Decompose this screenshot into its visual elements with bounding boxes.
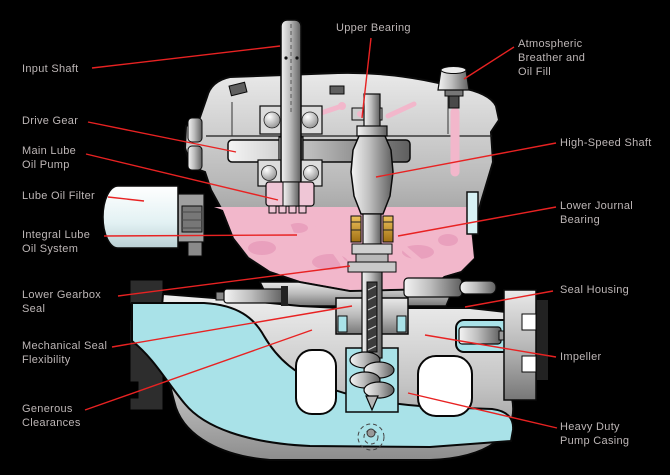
leader-line-generous-clearances <box>84 329 313 411</box>
oil-sump <box>214 207 474 290</box>
inducer-impeller <box>349 351 395 412</box>
housing-flange-boss <box>187 145 203 171</box>
label-line: Seal <box>22 303 46 315</box>
leader-line-lower-journal-bearing <box>397 206 557 237</box>
breather-cap <box>437 66 470 109</box>
label-lube-oil-filter: Lube Oil Filter <box>22 189 95 203</box>
label-line: Oil System <box>22 243 79 255</box>
label-upper-bearing: Upper Bearing <box>336 21 411 35</box>
label-line: Input Shaft <box>22 63 79 75</box>
label-line: Main Lube <box>22 145 77 157</box>
leader-line-mechanical-seal-flexibility <box>111 305 353 348</box>
label-line: High-Speed Shaft <box>560 137 652 149</box>
high-speed-shaft-assembly <box>350 93 394 249</box>
label-line: Lower Gearbox <box>22 289 102 301</box>
leader-line-high-speed-shaft <box>375 142 557 178</box>
volute-cavity-right <box>417 355 473 417</box>
leader-line-lube-oil-filter <box>107 196 145 202</box>
label-seal-housing: Seal Housing <box>560 283 629 297</box>
label-line: Impeller <box>560 351 602 363</box>
leader-line-seal-housing <box>464 290 554 308</box>
label-input-shaft: Input Shaft <box>22 62 79 76</box>
leader-line-atmospheric-breather-oil-fill <box>463 46 515 80</box>
label-line: Mechanical Seal <box>22 340 108 352</box>
volute-cavity-left <box>295 349 337 415</box>
leader-line-integral-lube-oil-system <box>103 234 298 237</box>
label-drive-gear: Drive Gear <box>22 114 78 128</box>
mechanical-seal-part <box>347 261 397 273</box>
gland-stud-left <box>215 286 288 306</box>
leader-line-heavy-duty-pump-casing <box>407 392 558 429</box>
drain-detail <box>357 423 385 451</box>
label-line: Oil Pump <box>22 159 70 171</box>
label-line: Lower Journal <box>560 200 633 212</box>
label-line: Bearing <box>560 214 601 226</box>
housing-flange-boss <box>187 117 203 143</box>
label-line: Heavy Duty <box>560 421 620 433</box>
leader-line-lower-gearbox-seal <box>117 265 351 297</box>
discharge-flange <box>503 289 548 401</box>
label-impeller: Impeller <box>560 350 602 364</box>
label-high-speed-shaft: High-Speed Shaft <box>560 136 652 150</box>
gearbox <box>102 19 501 293</box>
lube-oil-filter-part <box>102 185 205 257</box>
housing-detail-lines <box>231 96 449 136</box>
label-line: Lube Oil Filter <box>22 190 95 202</box>
cover-bolt <box>329 85 345 95</box>
label-line: Pump Casing <box>560 435 630 447</box>
high-speed-shaft-part <box>350 135 394 215</box>
input-shaft-assembly <box>257 19 323 214</box>
label-line: Upper Bearing <box>336 22 411 34</box>
flow-passage <box>131 302 515 449</box>
pump-end <box>129 243 548 461</box>
label-line: Flexibility <box>22 354 71 366</box>
pump-shaft <box>347 243 397 359</box>
label-line: Integral Lube <box>22 229 91 241</box>
seal-piping-right <box>403 277 497 298</box>
label-line: Oil Fill <box>518 66 551 78</box>
lower-journal-bearing-part <box>350 215 394 243</box>
label-line: Atmospheric <box>518 38 583 50</box>
label-line: Clearances <box>22 417 81 429</box>
label-line: Drive Gear <box>22 115 79 127</box>
leader-line-drive-gear <box>87 121 237 153</box>
oil-sight-glass <box>466 191 479 235</box>
label-line: Generous <box>22 403 73 415</box>
leader-line-main-lube-oil-pump <box>85 153 279 201</box>
leader-line-input-shaft <box>91 45 281 69</box>
leader-line-upper-bearing <box>361 37 372 119</box>
leader-line-impeller <box>424 334 557 358</box>
cover-bolt <box>228 81 248 97</box>
label-line: Seal Housing <box>560 284 630 296</box>
label-line: Breather and <box>518 52 586 64</box>
